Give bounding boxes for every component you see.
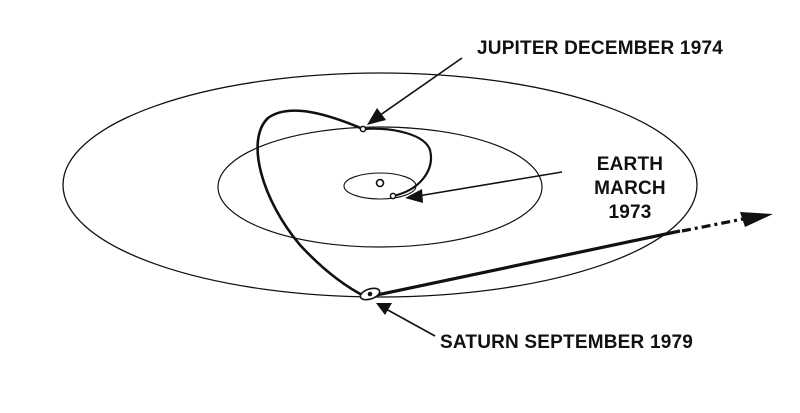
jupiter-label: JUPITER DECEMBER 1974 <box>477 38 723 59</box>
saturn-icon <box>359 287 381 301</box>
jupiter-orbit <box>217 126 543 248</box>
trajectory-jupiter-to-saturn <box>256 109 367 299</box>
saturn-orbit <box>62 72 698 298</box>
trajectory-earth-to-jupiter <box>362 127 433 198</box>
saturn-label: SATURN SEPTEMBER 1979 <box>440 332 694 353</box>
jupiter-icon <box>359 125 367 133</box>
sun-icon <box>375 178 385 188</box>
earth-icon <box>389 192 397 200</box>
escape-arrowhead-icon <box>740 212 773 227</box>
earth-label-line2: MARCH <box>594 178 666 199</box>
trajectory-saturn-escape <box>371 229 681 298</box>
earth-label-line1: EARTH <box>596 154 664 175</box>
trajectory-escape-dashed <box>681 216 749 233</box>
earth-label-line3: 1973 <box>608 202 652 223</box>
earth-pointer-arrow <box>405 171 563 203</box>
saturn-pointer-arrow <box>376 303 436 337</box>
earth-label: EARTH MARCH 1973 <box>580 153 680 225</box>
jupiter-pointer-arrow <box>367 57 463 125</box>
